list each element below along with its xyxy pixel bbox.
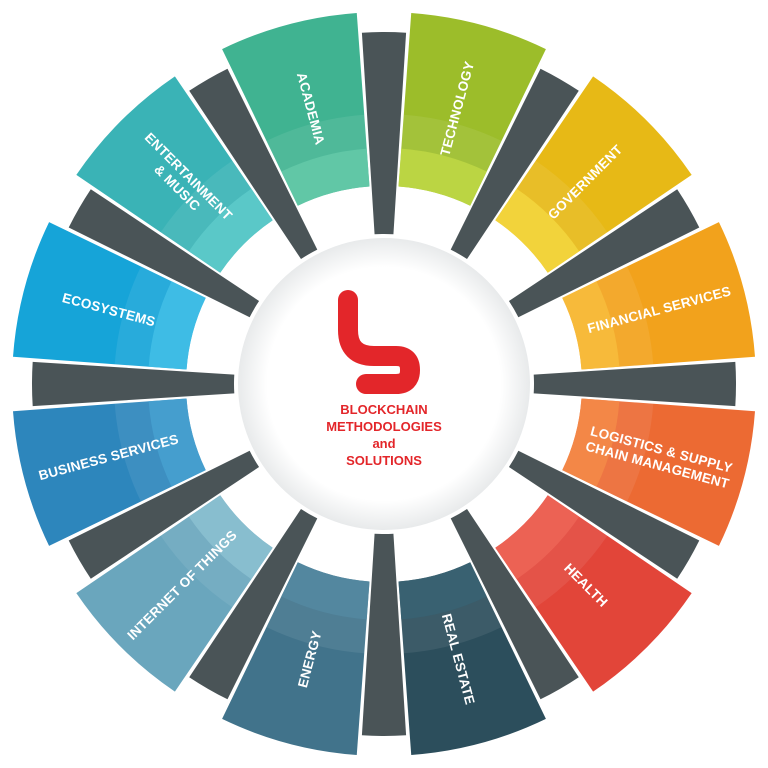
wheel-spoke [68, 189, 260, 318]
segment-inner-highlight [562, 398, 620, 487]
segment-gloss [266, 114, 367, 172]
segment-inner-highlight [495, 188, 580, 273]
wheel-spoke [450, 508, 579, 700]
segment-gloss [401, 114, 502, 172]
segment-ecosystems[interactable]: ECOSYSTEMS [13, 222, 206, 370]
segment-inner-highlight [398, 562, 487, 620]
bs-logo-icon [338, 290, 420, 394]
segment-health[interactable]: HEALTH [495, 495, 692, 692]
segment-gloss [266, 596, 367, 654]
segment-inner-highlight [148, 281, 206, 370]
segment-real-estate[interactable]: REAL ESTATE [398, 562, 546, 755]
center-title-line: METHODOLOGIES [326, 419, 442, 434]
wheel-spoke [508, 189, 700, 318]
wheel-spoke [189, 68, 318, 260]
segment-inner-highlight [188, 188, 273, 273]
center-title-line: BLOCKCHAIN [340, 402, 427, 417]
segment-gloss [114, 266, 172, 367]
wheel-spoke [450, 68, 579, 260]
segment-energy[interactable]: ENERGY [222, 562, 370, 755]
segment-inner-highlight [562, 281, 620, 370]
logo-stroke [338, 290, 420, 394]
segment-logistics[interactable]: LOGISTICS & SUPPLYCHAIN MANAGEMENT [562, 398, 755, 546]
segment-financial-services[interactable]: FINANCIAL SERVICES [562, 222, 755, 370]
segment-gloss [114, 401, 172, 502]
wheel-spoke [508, 450, 700, 579]
segment-inner-highlight [281, 562, 370, 620]
center-title-line: SOLUTIONS [346, 453, 422, 468]
wheel-spoke [533, 361, 737, 407]
segment-inner-highlight [398, 148, 487, 206]
segment-inner-highlight [148, 398, 206, 487]
segment-inner-highlight [281, 148, 370, 206]
wheel-spokes [31, 31, 737, 737]
wheel-spoke [361, 31, 407, 235]
wheel-spoke [31, 361, 235, 407]
segment-inner-highlight [188, 495, 273, 580]
wheel-spoke [68, 450, 260, 579]
segment-entertainment[interactable]: ENTERTAINMENT& MUSIC [76, 76, 273, 273]
segment-business-services[interactable]: BUSINESS SERVICES [13, 398, 206, 546]
segment-gloss [160, 160, 252, 252]
segment-gloss [596, 401, 654, 502]
segment-technology[interactable]: TECHNOLOGY [398, 13, 546, 206]
wheel-spoke [189, 508, 318, 700]
segment-inner-highlight [495, 495, 580, 580]
wheel-spoke [361, 533, 407, 737]
segment-gloss [596, 266, 654, 367]
center-title-line: and [372, 436, 395, 451]
segment-gloss [401, 596, 502, 654]
segment-gloss [516, 160, 608, 252]
segment-gloss [516, 516, 608, 608]
segment-gloss [160, 516, 252, 608]
segment-government[interactable]: GOVERNMENT [495, 76, 692, 273]
segment-academia[interactable]: ACADEMIA [222, 13, 370, 206]
